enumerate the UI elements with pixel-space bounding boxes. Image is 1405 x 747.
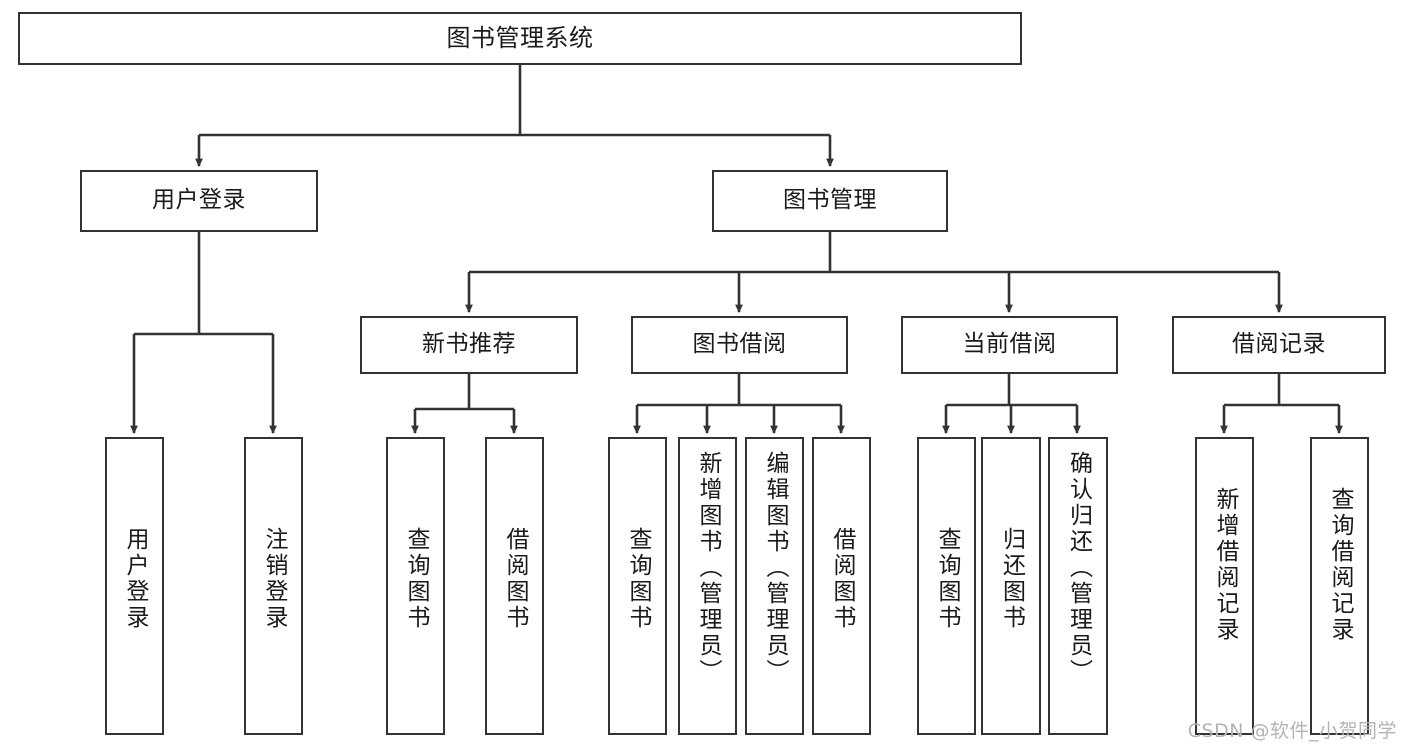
node-label: 新增图书（管理员）	[695, 451, 721, 685]
node-book-management[interactable]: 图书管理	[712, 170, 948, 232]
node-label: 图书管理系统	[446, 24, 594, 53]
leaf-user-login-login[interactable]: 用户登录	[105, 437, 164, 735]
node-label: 借阅图书	[502, 527, 528, 631]
node-user-login[interactable]: 用户登录	[80, 170, 318, 232]
node-label: 图书借阅	[692, 331, 787, 358]
leaf-user-login-logout[interactable]: 注销登录	[244, 437, 303, 735]
leaf-borrow-record-query-record[interactable]: 查询借阅记录	[1310, 437, 1369, 735]
leaf-book-borrow-borrow-book[interactable]: 借阅图书	[812, 437, 871, 735]
node-label: 借阅记录	[1232, 331, 1326, 358]
node-label: 查询图书	[934, 527, 960, 631]
node-label: 查询借阅记录	[1327, 487, 1353, 643]
node-root-book-management-system[interactable]: 图书管理系统	[18, 12, 1022, 65]
node-label: 编辑图书（管理员）	[762, 451, 788, 685]
node-label: 查询图书	[625, 527, 651, 631]
node-label: 注销登录	[261, 527, 287, 631]
node-label: 借阅图书	[829, 527, 855, 631]
leaf-current-borrow-return-book[interactable]: 归还图书	[981, 437, 1041, 735]
node-label: 用户登录	[122, 527, 148, 631]
leaf-current-borrow-confirm-return-admin[interactable]: 确认归还（管理员）	[1048, 437, 1108, 735]
node-label: 当前借阅	[962, 331, 1057, 358]
node-new-book-recommend[interactable]: 新书推荐	[360, 316, 578, 374]
node-label: 确认归还（管理员）	[1065, 451, 1092, 685]
node-label: 归还图书	[998, 527, 1025, 631]
node-current-borrow[interactable]: 当前借阅	[901, 316, 1118, 374]
node-label: 用户登录	[152, 187, 246, 214]
leaf-current-borrow-query-book[interactable]: 查询图书	[917, 437, 976, 735]
leaf-borrow-record-add-record[interactable]: 新增借阅记录	[1195, 437, 1254, 735]
leaf-book-borrow-query-book[interactable]: 查询图书	[608, 437, 667, 735]
node-label: 查询图书	[403, 527, 429, 631]
leaf-new-book-query-book[interactable]: 查询图书	[386, 437, 445, 735]
leaf-book-borrow-edit-book-admin[interactable]: 编辑图书（管理员）	[745, 437, 804, 735]
node-book-borrow[interactable]: 图书借阅	[631, 316, 848, 374]
leaf-new-book-borrow-book[interactable]: 借阅图书	[485, 437, 544, 735]
leaf-book-borrow-add-book-admin[interactable]: 新增图书（管理员）	[678, 437, 737, 735]
node-label: 新增借阅记录	[1212, 487, 1238, 643]
node-borrow-record[interactable]: 借阅记录	[1172, 316, 1386, 374]
node-label: 图书管理	[783, 187, 877, 214]
node-label: 新书推荐	[422, 331, 516, 358]
